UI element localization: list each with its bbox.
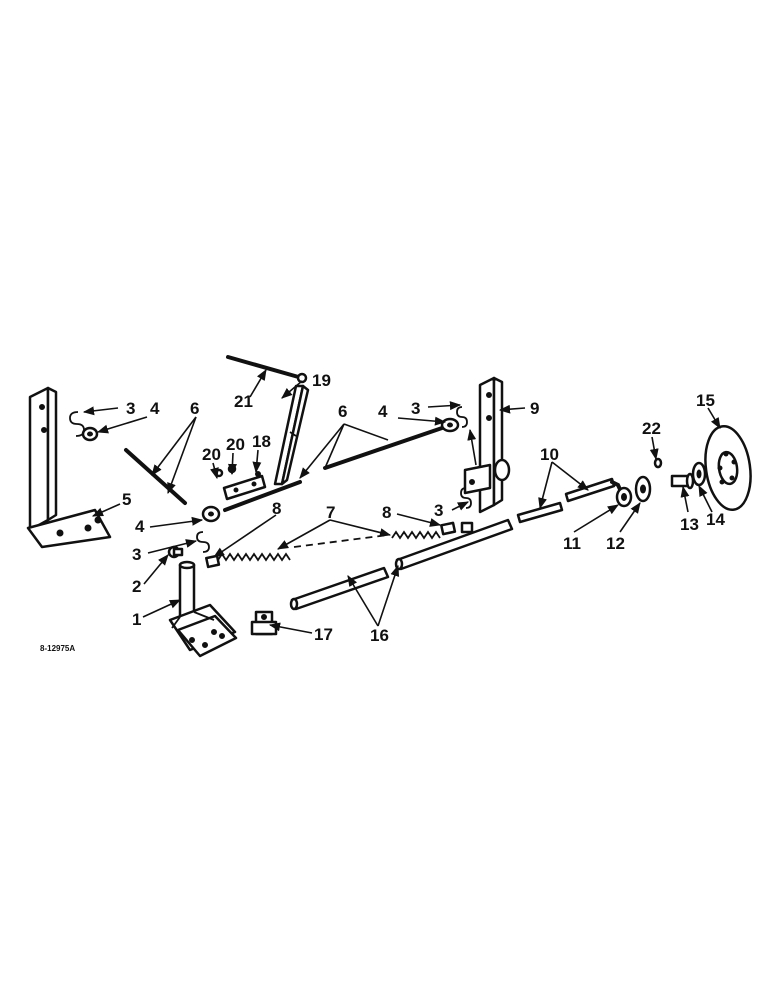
callout-15: 15: [696, 391, 715, 410]
part-5-bracket: [26, 386, 112, 549]
part-14-washer: [691, 461, 707, 487]
callout-2: 2: [132, 577, 141, 596]
callout-6: 6: [338, 402, 347, 421]
callout-3: 3: [411, 399, 420, 418]
callout-20: 20: [202, 445, 221, 464]
callout-10: 10: [540, 445, 559, 464]
part-1-post: [168, 560, 238, 658]
callout-labels: 3 4 6 5 4 3 2 1 17 8 7 8 16 20 20 18 19 …: [40, 371, 725, 653]
callout-11: 11: [563, 534, 581, 553]
callout-20: 20: [226, 435, 245, 454]
part-3-hooks: [69, 406, 472, 553]
part-9-bracket: [463, 376, 511, 514]
leader-lines: [82, 369, 721, 634]
callout-8: 8: [272, 499, 281, 518]
callout-3: 3: [434, 501, 443, 520]
callout-12: 12: [606, 534, 625, 553]
part-11-hub: [615, 486, 633, 508]
part-10-shafts: [516, 477, 624, 524]
callout-18: 18: [252, 432, 271, 451]
callout-4: 4: [378, 402, 388, 421]
part-19-bar: [273, 384, 310, 486]
callout-16: 16: [370, 626, 389, 645]
callout-17: 17: [314, 625, 333, 644]
figure-reference: 8-12975A: [40, 644, 75, 653]
part-12-flange: [634, 475, 652, 503]
part-13-spindle: [670, 472, 695, 490]
part-17-clamp: [250, 610, 278, 636]
callout-1: 1: [132, 610, 141, 629]
callout-13: 13: [680, 515, 699, 534]
callout-14: 14: [706, 510, 725, 529]
part-15-disc: [704, 425, 752, 511]
callout-9: 9: [530, 399, 539, 418]
callout-3: 3: [132, 545, 141, 564]
part-18-plate: [222, 471, 267, 501]
callout-19: 19: [312, 371, 331, 390]
part-21-rod: [226, 355, 308, 384]
part-7-springs: [217, 530, 441, 562]
callout-22: 22: [642, 419, 661, 438]
part-22-nut: [653, 457, 663, 469]
callout-3: 3: [126, 399, 135, 418]
callout-4: 4: [150, 399, 160, 418]
part-16-tubes: [289, 518, 514, 611]
callout-5: 5: [122, 490, 131, 509]
callout-8: 8: [382, 503, 391, 522]
part-6-rods: [124, 425, 447, 512]
callout-6: 6: [190, 399, 199, 418]
callout-4: 4: [135, 517, 145, 536]
part-2-fitting: [167, 545, 184, 559]
callout-7: 7: [326, 503, 335, 522]
callout-21: 21: [234, 392, 253, 411]
part-8-ends: [205, 521, 457, 569]
